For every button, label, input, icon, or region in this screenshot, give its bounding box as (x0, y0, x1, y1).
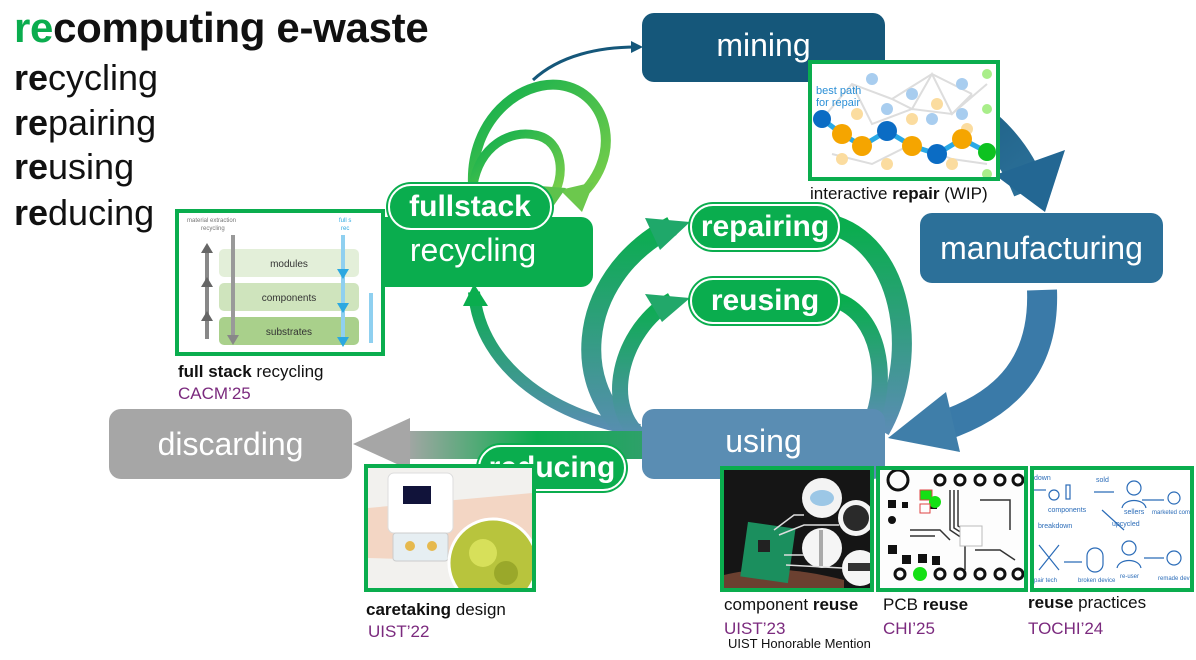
arrowhead-discarding (353, 418, 410, 470)
arrowhead-reusing (645, 294, 690, 322)
fig-label-components: components (1048, 507, 1087, 514)
arrowhead-using-right (888, 392, 960, 452)
component-reuse-venue[interactable]: UIST’23 (724, 619, 786, 638)
stage-discarding: discarding (109, 409, 352, 479)
layer-modules: modules (270, 259, 308, 270)
repair-caption: interactive repair (WIP) (810, 184, 988, 203)
loop-inner (468, 129, 565, 199)
fig-label-for-repair: for repair (816, 97, 860, 109)
re-word-repairing: repairing (14, 102, 157, 143)
reuse-practices-figure: down sold components sellers marketed co… (1030, 466, 1194, 592)
arrow-manufacturing-to-using (925, 289, 1058, 445)
pcb-reuse-figure (876, 466, 1028, 592)
caretaking-caption: caretaking design (366, 600, 506, 619)
arrow-reusing-to-using (832, 292, 888, 429)
repair-figure: best path for repair (808, 60, 1000, 181)
layer-components: components (262, 293, 316, 304)
action-repairing: repairing (690, 204, 840, 250)
caretaking-venue[interactable]: UIST’22 (368, 622, 430, 641)
layer-substrates: substrates (266, 327, 312, 338)
action-fullstack: fullstack (388, 184, 552, 230)
component-reuse-caption: component reuse (724, 595, 859, 614)
fig-label-upcycled: upcycled (1112, 521, 1140, 528)
fig-label-remade-device: remade device (1158, 576, 1190, 582)
arrow-repairing-to-using (832, 216, 912, 435)
arrowhead-mining (631, 41, 643, 53)
fullstack-figure: material extraction recycling full s rec… (175, 209, 385, 356)
loop-outer (467, 79, 611, 204)
fig-label-sellers: sellers (1124, 509, 1145, 516)
arrowhead-repairing (645, 218, 690, 250)
fig-label-best-path: best path (816, 85, 861, 97)
fig-label-marketed: marketed component (1152, 510, 1190, 516)
fig-label-rec: rec (341, 226, 349, 232)
pcb-reuse-venue[interactable]: CHI’25 (883, 619, 935, 638)
re-word-recycling: recycling (14, 57, 159, 98)
component-reuse-figure (720, 466, 874, 592)
arrow-using-to-reusing (612, 293, 677, 447)
arrow-recycling-to-mining (531, 45, 637, 82)
loop-outer-head (560, 182, 594, 212)
arrowhead-recycling (463, 284, 488, 306)
stage-manufacturing: manufacturing (920, 213, 1163, 283)
fig-label-re-user: re-user (1120, 574, 1139, 580)
fig-label-recycling: recycling (201, 226, 225, 232)
fig-label-sold: sold (1096, 477, 1109, 484)
fullstack-caption: full stack recycling (178, 362, 324, 381)
pcb-reuse-caption: PCB reuse (883, 595, 969, 614)
fig-label-breakdown: breakdown (1038, 523, 1072, 530)
arrow-using-to-repairing (581, 217, 677, 449)
fig-label-broken-device: broken device (1078, 578, 1116, 584)
arrowhead-manufacturing (995, 150, 1065, 212)
award-note: UIST Honorable Mention (728, 636, 871, 651)
action-reusing: reusing (690, 278, 840, 324)
fig-label-down: down (1034, 475, 1051, 482)
reuse-practices-caption: reuse practices (1028, 593, 1147, 612)
page-title: recomputing e-waste (14, 4, 429, 51)
caretaking-figure (364, 464, 536, 592)
re-word-reducing: reducing (14, 192, 155, 233)
re-word-reusing: reusing (14, 146, 135, 187)
fig-label-pair-tech: pair tech (1034, 578, 1057, 584)
fullstack-venue[interactable]: CACM’25 (178, 384, 251, 403)
reuse-practices-venue[interactable]: TOCHI’24 (1028, 619, 1104, 638)
fig-label-fullstack: full s (339, 218, 351, 224)
stage-recycling: recycling (353, 217, 593, 287)
fig-label-material-extraction: material extraction (187, 218, 236, 224)
